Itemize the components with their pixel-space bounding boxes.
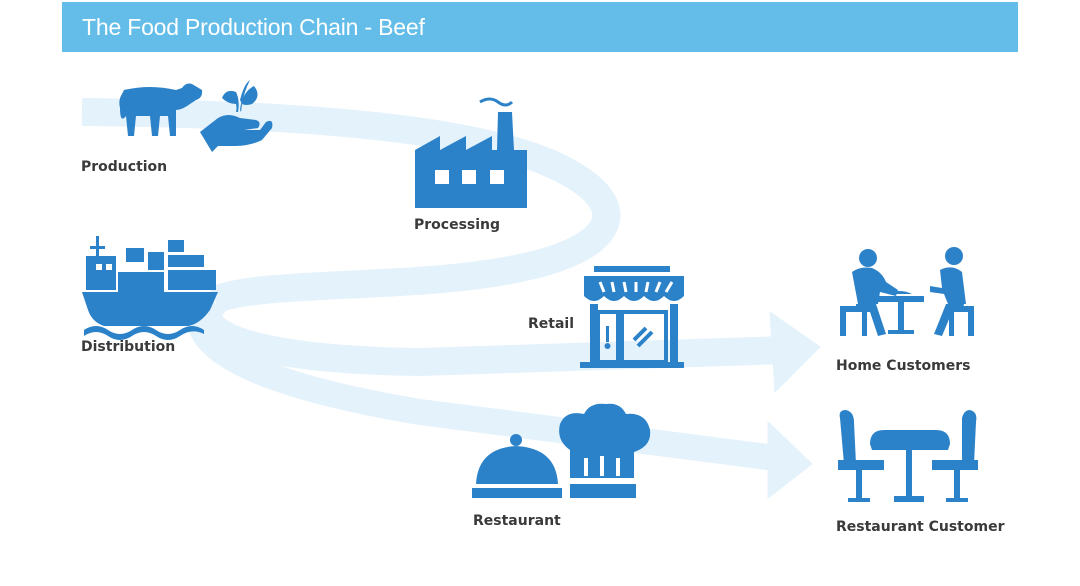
serving-cloche-icon	[472, 434, 562, 498]
retail-store-icon	[580, 266, 684, 368]
home-customers-icon	[840, 247, 974, 336]
restaurant-table-icon	[838, 410, 978, 502]
label-home-customers: Home Customers	[836, 358, 971, 374]
label-production: Production	[81, 159, 168, 175]
title-bar: The Food Production Chain - Beef	[62, 2, 1018, 52]
label-retail: Retail	[528, 316, 575, 332]
chef-hat-icon	[559, 403, 651, 498]
flow-to-restaurant-band	[186, 307, 777, 471]
diagram-title: The Food Production Chain - Beef	[82, 14, 425, 40]
cargo-ship-icon	[82, 236, 218, 340]
cow-icon	[119, 83, 203, 136]
label-restaurant: Restaurant	[473, 513, 561, 529]
label-processing: Processing	[414, 217, 501, 233]
flow-upper-curve	[81, 98, 621, 314]
flow-to-home-band	[194, 292, 786, 377]
label-distribution: Distribution	[81, 339, 176, 355]
flow-restaurant-arrowhead	[767, 420, 813, 500]
factory-icon	[415, 97, 527, 208]
label-restaurant-customer: Restaurant Customer	[836, 519, 1005, 535]
plant-in-hand-icon	[200, 80, 273, 152]
flow-home-arrowhead	[769, 310, 821, 394]
